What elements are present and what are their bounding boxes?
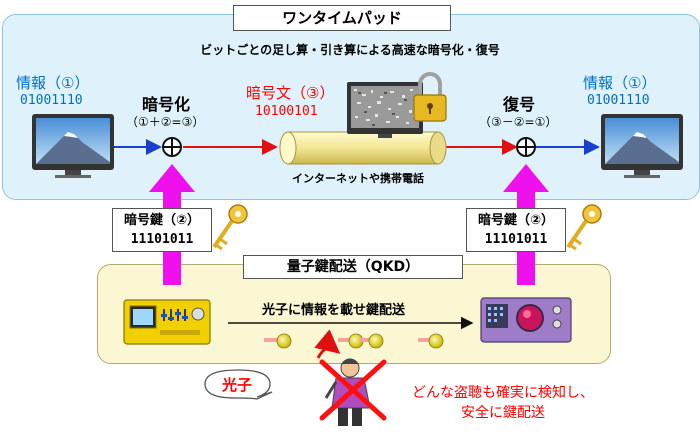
ciphertext-bits: 10100101 — [255, 104, 318, 119]
left-info-bits: 01001110 — [20, 93, 83, 108]
photon-speech-bubble — [204, 369, 273, 400]
right-tv-icon — [601, 114, 683, 178]
left-info-label: 情報（①） — [16, 74, 90, 92]
xor-decrypt-icon — [516, 137, 536, 157]
cross-mark-icon — [319, 359, 387, 421]
key-right-bits: 11101011 — [484, 232, 548, 247]
key-icon-left — [212, 204, 248, 251]
ciphertext-label: 暗号文（③） — [246, 84, 335, 102]
eavesdrop-warning: どんな盗聴も確実に検知し、 安全に鍵配送 — [398, 383, 608, 423]
network-tube-icon — [279, 131, 447, 165]
right-info-label: 情報（①） — [583, 74, 657, 92]
channel-label: インターネットや携帯電話 — [292, 172, 424, 185]
lock-icon — [413, 72, 447, 122]
right-info-bits: 01001110 — [587, 93, 650, 108]
key-left-label: 暗号鍵（②） — [123, 213, 200, 228]
eavesdrop-line-2: 安全に鍵配送 — [461, 405, 545, 421]
key-box-left: 暗号鍵（②） 11101011 — [112, 208, 212, 252]
eavesdrop-line-1: どんな盗聴も確実に検知し、 — [412, 385, 594, 401]
key-box-right: 暗号鍵（②） 11101011 — [466, 208, 566, 252]
decrypt-formula: （③－②=①） — [479, 115, 558, 129]
subtitle: ビットごとの足し算・引き算による高速な暗号化・復号 — [200, 43, 500, 57]
photon-dots — [264, 333, 444, 349]
xor-encrypt-icon — [162, 137, 182, 157]
key-right-label: 暗号鍵（②） — [477, 213, 554, 228]
encrypt-label: 暗号化 — [142, 95, 191, 114]
photon-caption: 光子に情報を載せ鍵配送 — [262, 303, 406, 318]
decrypt-label: 復号 — [503, 95, 536, 114]
key-left-bits: 11101011 — [130, 232, 194, 247]
qkd-receiver-device-icon — [480, 297, 572, 343]
page-title: ワンタイムパッド — [233, 5, 451, 31]
qkd-title: 量子鍵配送（QKD） — [243, 255, 463, 279]
photon-bubble-text: 光子 — [222, 376, 253, 394]
encrypted-monitor-icon — [347, 82, 423, 138]
qkd-sender-device-icon — [123, 299, 211, 345]
left-tv-icon — [32, 114, 114, 178]
key-icon-right — [566, 204, 602, 251]
encrypt-formula: （①＋②=③） — [126, 115, 205, 129]
